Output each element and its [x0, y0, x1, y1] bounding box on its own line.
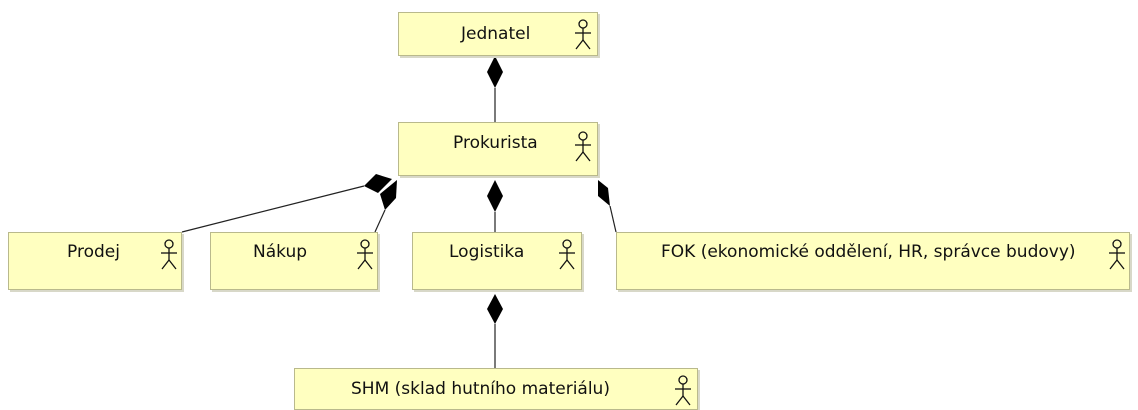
- node-jednatel-label: Jednatel: [461, 24, 531, 44]
- node-jednatel[interactable]: Jednatel: [398, 12, 598, 56]
- node-logistika[interactable]: Logistika: [412, 232, 582, 290]
- node-prokurista-label: Prokurista: [453, 133, 538, 153]
- composition-diamond-prokurista-nakup: [380, 180, 397, 210]
- composition-diamond-jednatel: [487, 56, 503, 88]
- node-nakup[interactable]: Nákup: [210, 232, 378, 290]
- actor-icon: [673, 375, 693, 407]
- node-shm-label: SHM (sklad hutního materiálu): [351, 379, 610, 399]
- actor-icon: [573, 131, 593, 163]
- actor-icon: [1107, 239, 1127, 271]
- actor-icon: [355, 239, 375, 271]
- composition-diamond-logistika-shm: [487, 294, 503, 324]
- connector-line-fok-prokurista: [609, 205, 617, 233]
- connector-line-nakup-prokurista: [374, 209, 386, 233]
- connector-line-prodej-prokurista: [181, 185, 365, 233]
- node-fok-label: FOK (ekonomické oddělení, HR, správce bu…: [661, 242, 1076, 262]
- node-prodej[interactable]: Prodej: [8, 232, 182, 290]
- node-fok[interactable]: FOK (ekonomické oddělení, HR, správce bu…: [616, 232, 1130, 290]
- actor-icon: [573, 19, 593, 51]
- actor-icon: [159, 239, 179, 271]
- node-prokurista[interactable]: Prokurista: [398, 122, 598, 176]
- node-prodej-label: Prodej: [67, 242, 120, 262]
- composition-diamond-prokurista-fok: [598, 180, 610, 206]
- node-nakup-label: Nákup: [253, 242, 308, 262]
- node-shm[interactable]: SHM (sklad hutního materiálu): [294, 368, 698, 410]
- composition-diamond-prokurista-logistika: [487, 180, 503, 212]
- actor-icon: [557, 239, 577, 271]
- node-logistika-label: Logistika: [449, 242, 525, 262]
- composition-diamond-prokurista-prodej: [364, 174, 392, 193]
